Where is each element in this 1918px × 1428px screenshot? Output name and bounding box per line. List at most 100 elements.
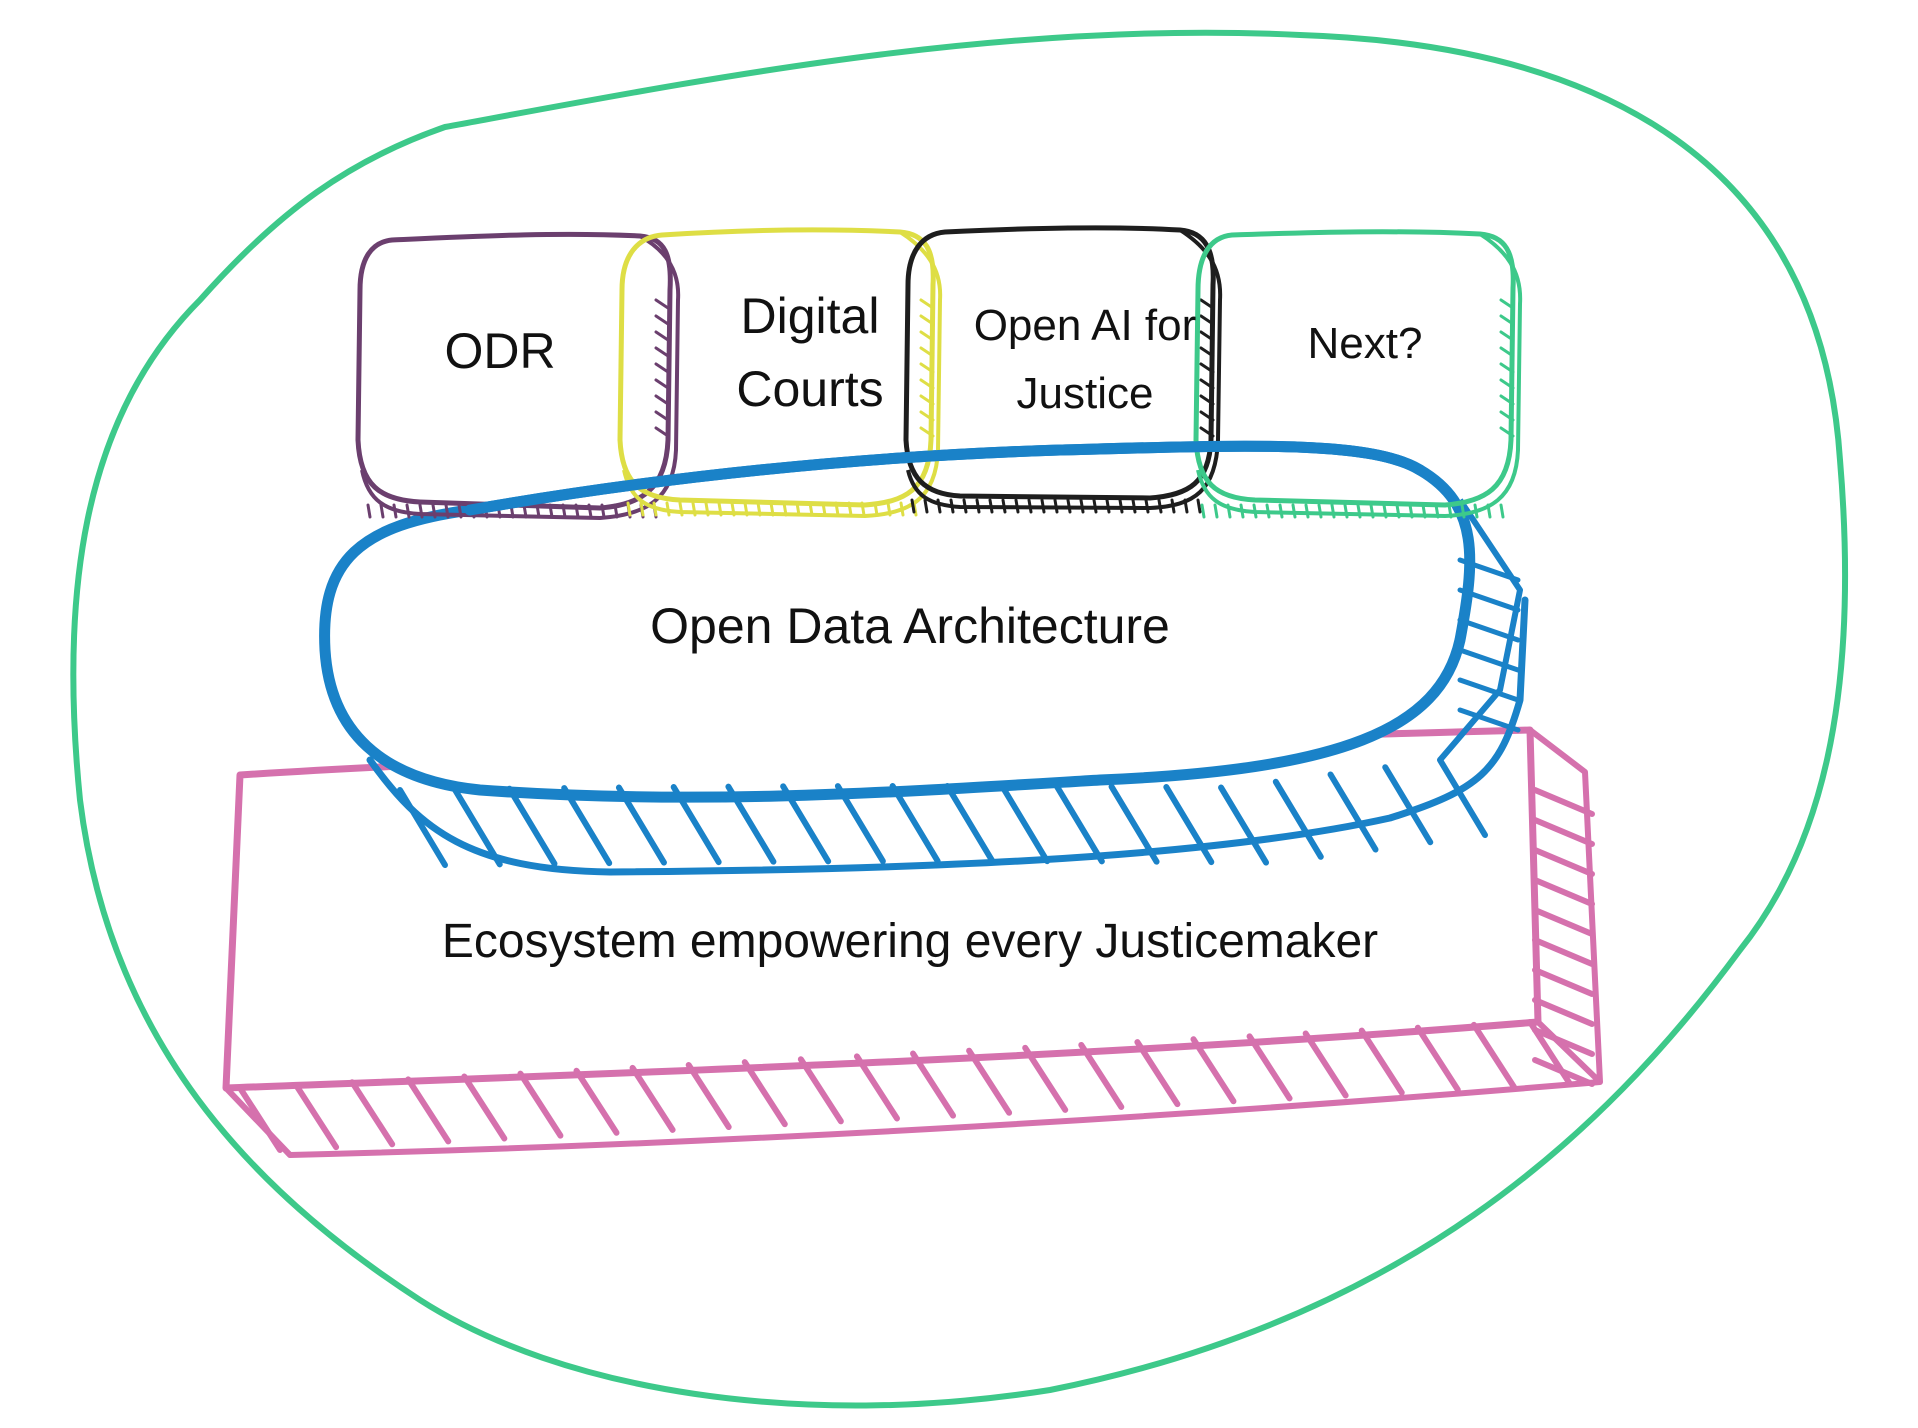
hatch-line (780, 783, 832, 865)
hatch-line (1199, 298, 1215, 310)
hatch-line (691, 501, 697, 517)
hatch-line (769, 501, 775, 517)
hatch-line (457, 503, 463, 519)
hatch-line (1358, 1027, 1405, 1096)
hatch-line (397, 787, 448, 868)
hatch-line (1239, 503, 1245, 519)
hatch-line (1499, 362, 1515, 374)
hatch-line (1265, 503, 1271, 519)
hatch-line (1437, 757, 1488, 838)
hatch-line (1457, 647, 1521, 673)
hatch-line (1022, 1044, 1069, 1113)
hatch-line (797, 1056, 844, 1125)
hatch-line (1199, 394, 1215, 406)
hatch-line (1014, 498, 1020, 514)
hatch-line (522, 503, 528, 519)
hatch-line (919, 362, 935, 374)
digital-courts-label: Digital Courts (736, 288, 884, 417)
hatch-line (654, 394, 670, 406)
architecture-hatching (397, 557, 1521, 868)
hatch-line (451, 786, 503, 868)
hatch-line (919, 426, 935, 438)
hatch-line (654, 330, 670, 342)
hatch-line (1532, 1027, 1595, 1057)
hatch-line (379, 503, 385, 519)
hatch-line (717, 501, 723, 517)
hatch-line (1369, 503, 1375, 519)
hatch-line (1092, 498, 1098, 514)
next-module (1193, 229, 1523, 519)
hatch-line (1460, 503, 1466, 519)
hatch-line (535, 503, 541, 519)
hatch-line (418, 503, 424, 519)
hatch-line (1040, 498, 1046, 514)
hatch-line (1317, 503, 1323, 519)
hatch-line (853, 1053, 900, 1122)
hatch-line (654, 346, 670, 358)
hatch-line (1414, 1024, 1461, 1093)
hatch-line (756, 501, 762, 517)
hatch-line (1499, 378, 1515, 390)
open-ai-for-justice-module (903, 225, 1223, 514)
hatch-line (1199, 314, 1215, 326)
hatch-line (730, 501, 736, 517)
hatch-line (1499, 298, 1515, 310)
hatch-line (573, 1067, 620, 1136)
hatch-line (899, 501, 905, 517)
hatch-line (654, 362, 670, 374)
hatch-line (1327, 771, 1379, 853)
hatch-line (919, 378, 935, 390)
ecosystem-label: Ecosystem empowering every Justicemaker (441, 915, 1379, 968)
hatch-line (1199, 346, 1215, 358)
hatch-line (919, 298, 935, 310)
hatch-line (548, 503, 554, 519)
hatch-line (1434, 503, 1440, 519)
hatch-line (1395, 503, 1401, 519)
ecosystem-boundary (70, 29, 1849, 1409)
hatch-line (392, 503, 398, 519)
hatch-line (461, 1073, 508, 1142)
hatch-line (988, 498, 994, 514)
hatch-line (910, 1050, 957, 1119)
hatch-line (1470, 1021, 1517, 1090)
hatch-line (613, 503, 619, 519)
hatch-line (600, 503, 606, 519)
hatch-line (919, 330, 935, 342)
hatch-line (1499, 410, 1515, 422)
hatch-line (405, 503, 411, 519)
hatch-line (574, 503, 580, 519)
hatch-line (1218, 784, 1270, 866)
hatch-line (654, 426, 670, 438)
hatch-line (944, 783, 996, 865)
hatch-line (743, 501, 749, 517)
hatch-line (506, 785, 558, 867)
ecosystem-box-side (1528, 727, 1603, 1085)
hatch-line (349, 1079, 396, 1148)
hatch-line (1200, 503, 1206, 519)
hatch-line (1199, 330, 1215, 342)
hatch-line (1343, 503, 1349, 519)
architecture-side-face (1437, 498, 1523, 762)
hatch-line (1330, 503, 1336, 519)
hatch-line (919, 410, 935, 422)
hatch-line (1001, 498, 1007, 514)
hatch-line (1408, 503, 1414, 519)
hatch-line (966, 1047, 1013, 1116)
hatch-line (293, 1082, 340, 1151)
hatch-line (629, 1064, 676, 1133)
hatch-line (1134, 1039, 1181, 1108)
hatch-line (741, 1059, 788, 1128)
hatch-line (1532, 787, 1595, 817)
architecture-overlap-edge (464, 440, 1426, 516)
hatch-line (1278, 503, 1284, 519)
hatch-line (1457, 707, 1521, 733)
hatch-line (1356, 503, 1362, 519)
hatch-line (1027, 498, 1033, 514)
hatch-line (886, 501, 892, 517)
hatch-line (431, 503, 437, 519)
hatch-line (1499, 314, 1515, 326)
hatch-line (665, 501, 671, 517)
hatch-line (685, 1062, 732, 1131)
